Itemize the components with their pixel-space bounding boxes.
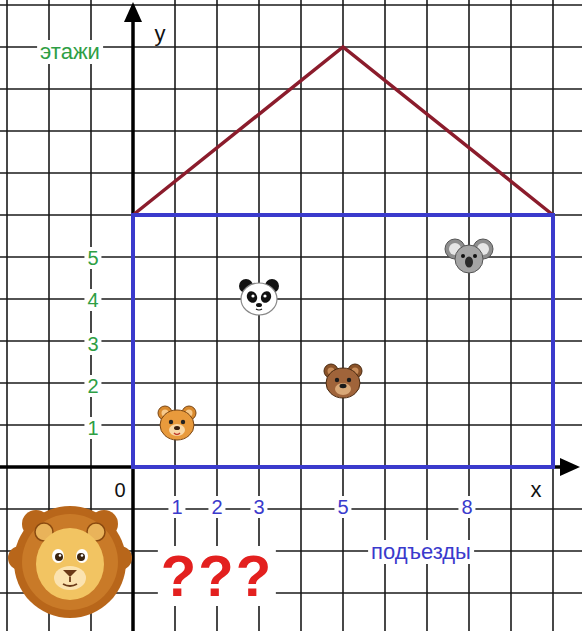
panda-icon [239,279,279,315]
koala-icon [445,239,493,273]
origin-label: 0 [111,479,128,501]
tick-label: 2 [84,375,101,397]
axis-name: x [528,478,545,502]
tick-label: 5 [334,496,351,518]
brown-bear-icon [324,364,362,398]
bear-cub-icon [158,406,196,440]
question-marks: ??? [158,546,276,606]
house-rectangle [133,215,553,467]
axis-name: y [152,22,169,46]
tick-label: 1 [168,496,185,518]
tick-label: 5 [84,247,101,269]
axis-title: подъезды [368,540,474,564]
tick-label: 2 [208,496,225,518]
tick-label: 3 [84,333,101,355]
tick-label: 4 [84,289,101,311]
tick-label: 1 [84,417,101,439]
lion-icon [8,506,132,618]
roof-triangle [133,47,553,215]
axis-title: этажи [37,40,103,64]
tick-label: 8 [458,496,475,518]
tick-label: 3 [250,496,267,518]
